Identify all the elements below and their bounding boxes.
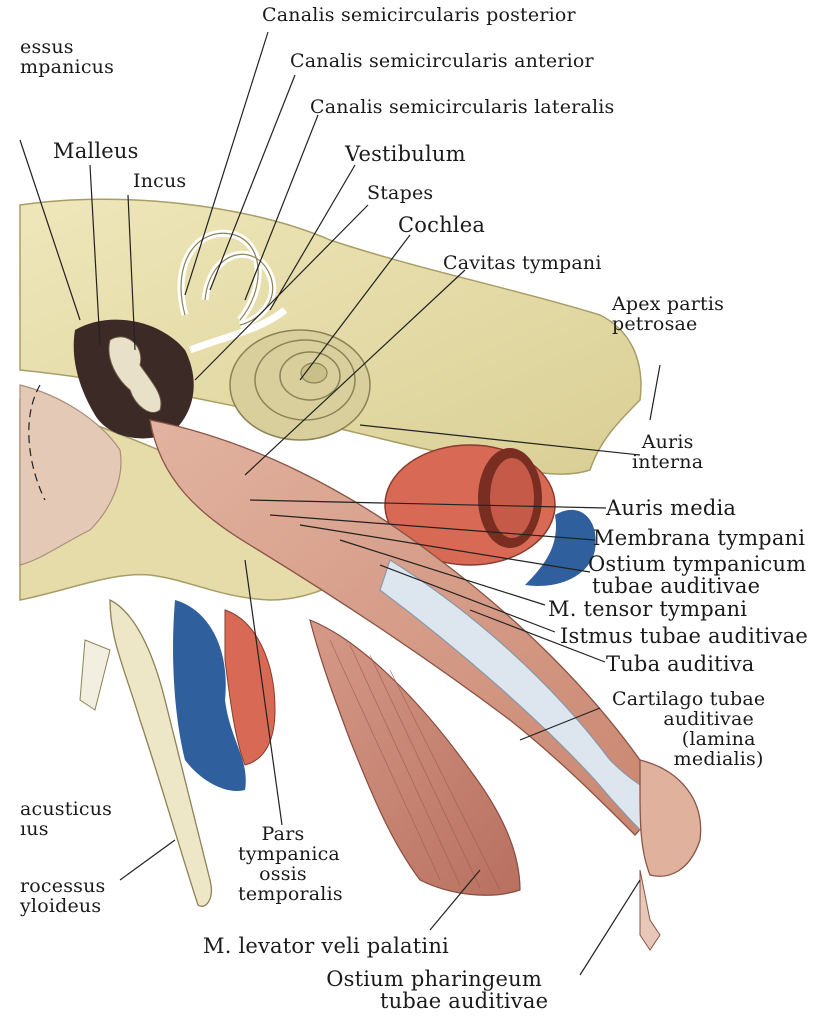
label-stapes: Stapes <box>367 184 433 204</box>
label-auris-media: Auris media <box>606 497 736 519</box>
label-pars-tympanica: Pars tympanica ossis temporalis <box>238 825 328 905</box>
label-cartilago-line3: (lamina <box>612 730 765 750</box>
label-malleus: Malleus <box>53 140 139 162</box>
label-auris-interna-line1: Auris <box>632 433 703 453</box>
label-meatus-line1: acusticus <box>20 800 112 820</box>
label-membrana-tympani: Membrana tympani <box>593 527 805 549</box>
label-processus-line2: mpanicus <box>20 58 114 78</box>
label-processus-styloideus: rocessus yloideus <box>20 877 106 917</box>
label-cartilago-line1: Cartilago tubae <box>612 690 765 710</box>
label-styloid-line1: rocessus <box>20 877 106 897</box>
label-styloid-line2: yloideus <box>20 897 106 917</box>
label-canalis-lateralis: Canalis semicircularis lateralis <box>310 98 615 118</box>
label-auris-interna: Auris interna <box>632 433 703 473</box>
label-ostium-pharyngeum: Ostium pharingeum tubae auditivae <box>320 968 548 1012</box>
label-ostium-tympanicum-line1: Ostium tympanicum <box>588 553 806 575</box>
label-ostium-pharyngeum-line1: Ostium pharingeum <box>320 968 548 990</box>
label-processus-line1: essus <box>20 38 114 58</box>
label-m-levator-veli-palatini: M. levator veli palatini <box>203 935 449 957</box>
label-pars-line3: ossis <box>238 865 328 885</box>
label-pars-line4: temporalis <box>238 885 328 905</box>
label-cochlea: Cochlea <box>398 214 485 236</box>
label-incus: Incus <box>133 172 186 192</box>
small-bone-fragment <box>80 640 110 710</box>
label-ostium-tympanicum-line2: tubae auditivae <box>588 575 806 597</box>
pharyngeal-opening <box>640 760 701 876</box>
label-ostium-pharyngeum-line2: tubae auditivae <box>320 990 548 1012</box>
label-pars-line1: Pars <box>238 825 328 845</box>
label-meatus-line2: ıus <box>20 820 112 840</box>
label-cavitas-tympani: Cavitas tympani <box>443 254 602 274</box>
label-pars-line2: tympanica <box>238 845 328 865</box>
label-apex-line2: petrosae <box>612 315 724 335</box>
label-processus-tympanicus: essus mpanicus <box>20 38 114 78</box>
label-m-tensor-tympani: M. tensor tympani <box>548 598 747 620</box>
label-auris-interna-line2: interna <box>632 453 703 473</box>
label-canalis-posterior: Canalis semicircularis posterior <box>262 6 576 26</box>
label-vestibulum: Vestibulum <box>345 143 466 165</box>
tube-tip <box>640 870 660 950</box>
label-cartilago-line4: medialis) <box>612 750 765 770</box>
label-meatus-acusticus: acusticus ıus <box>20 800 112 840</box>
label-cartilago-line2: auditivae <box>612 710 765 730</box>
label-istmus-tubae: Istmus tubae auditivae <box>560 625 808 647</box>
label-apex-partis-petrosae: Apex partis petrosae <box>612 295 724 335</box>
label-tuba-auditiva: Tuba auditiva <box>606 653 755 675</box>
label-canalis-anterior: Canalis semicircularis anterior <box>290 52 594 72</box>
label-cartilago-tubae: Cartilago tubae auditivae (lamina medial… <box>612 690 765 770</box>
label-apex-line1: Apex partis <box>612 295 724 315</box>
label-ostium-tympanicum: Ostium tympanicum tubae auditivae <box>588 553 806 597</box>
